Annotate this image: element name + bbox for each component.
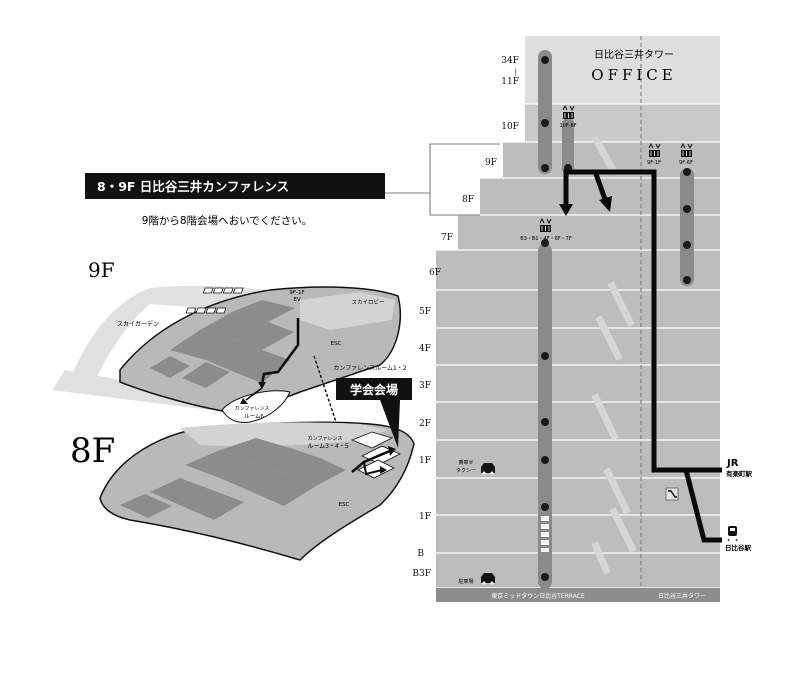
elevator-icon-9f-6f: [680, 142, 693, 157]
office-floors-block: [525, 36, 720, 104]
subtitle-text: 9階から8階会場へおいでください。: [142, 214, 313, 227]
room-345-label-line2: ルーム3・4・5: [307, 443, 348, 450]
floor-8f-rooms: [120, 438, 346, 520]
route-9f-arrow: [258, 382, 266, 389]
taxi-label-line1: 乗車せ: [458, 459, 473, 466]
elevator-icon-b3-7f: [539, 217, 552, 232]
ev-bank-9f: [185, 287, 244, 314]
route-8f-branch-arrow: [380, 466, 387, 474]
shaft-stop-dots: [541, 56, 691, 581]
elevator-label-9f-1f: 9F-1F: [647, 160, 661, 166]
floor-label-34f: 34F: [501, 56, 519, 66]
shaft-10f-8f-b: [562, 118, 574, 174]
route-8f-arrow: [388, 446, 396, 456]
elevator-icon-9f-1f: [648, 142, 661, 157]
sky-lobby-label: スカイロビー: [351, 298, 384, 306]
subway-train-icon: [727, 526, 738, 542]
route-9f: [260, 318, 300, 385]
building-section: 東京ミッドタウン日比谷TERRACE 日比谷三井タワー 日比谷三井タワー OFF…: [412, 36, 753, 602]
footer-tower-label: 日比谷三井タワー: [658, 592, 706, 600]
sky-garden-label: スカイガーデン: [117, 320, 159, 328]
room-12-label: カンファレンスルーム1・2: [333, 365, 406, 372]
footer-terrace-label: 東京ミッドタウン日比谷TERRACE: [491, 592, 585, 600]
floor-range-separator: |: [515, 68, 517, 76]
floor-label-1f-upper: 1F: [419, 456, 431, 466]
title-banner-text: 8・9F 日比谷三井カンファレンス: [97, 179, 289, 194]
taxi-label-line2: タクシー: [456, 467, 476, 474]
ev-9f-1f-label: 9F-1F: [289, 290, 304, 296]
floor-label-7f: 7F: [441, 233, 453, 243]
title-banner: [85, 173, 385, 199]
floor-8f-big-label: 8F: [70, 431, 115, 471]
floor-8f-plan: 8F カンファレンス ルーム3・4・5 ESC: [70, 421, 415, 561]
floor-label-11f: 11F: [501, 77, 519, 87]
sky-lobby-area: [300, 292, 395, 330]
escalator-ghost-lines: [591, 135, 637, 575]
floor-10f-band: [525, 104, 720, 142]
shaft-9f-6f: [680, 168, 694, 286]
route-arrow-down-2: [599, 196, 612, 212]
floor-bracket: [429, 143, 500, 216]
sky-garden-lower: [52, 370, 210, 410]
route-arrow-down-1: [559, 204, 573, 216]
hibiya-station-label: 日比谷駅: [725, 543, 752, 552]
floor-label-b3f: B3F: [412, 569, 431, 579]
floor-labels: 34F | 11F 10F 9F 8F 7F 6F 5F 4F 3F 2F 1F…: [412, 56, 519, 579]
floor-label-10f: 10F: [501, 122, 519, 132]
elevator-label-10f-8f: 10F-8F: [559, 123, 576, 129]
floor-label-4f: 4F: [419, 344, 431, 354]
floor-label-2f: 2F: [419, 419, 431, 429]
venue-callout-bubble: [336, 378, 412, 448]
floor-9f-plan: 9F スカイガーデン スカイロビー: [52, 258, 407, 423]
route-8f-branch: [363, 461, 383, 476]
venue-callout-text: 学会会場: [350, 382, 398, 397]
elevator-label-b3-7f: B3・B1・4F・6F・7F: [520, 236, 572, 242]
route-9f-to-room6-arrow: [240, 398, 248, 404]
esc-9f-label: ESC: [331, 341, 342, 347]
taxi-car-icon: [481, 463, 495, 475]
elevator-icon-10f-8f: [562, 104, 575, 119]
venue-callout: 学会会場: [336, 378, 412, 448]
ev-label: EV: [293, 297, 300, 303]
route-path-hibiya: [683, 469, 722, 543]
tower-name-label: 日比谷三井タワー: [594, 48, 674, 61]
floor-label-b: B: [417, 549, 424, 559]
room-6-area: [221, 390, 291, 423]
esc-8f-label: ESC: [339, 502, 350, 508]
floor-label-3f: 3F: [419, 381, 431, 391]
elevator-label-9f-6f: 9F-6F: [679, 160, 693, 166]
yurakucho-station-label: 有楽町駅: [726, 469, 753, 478]
floor-label-6f: 6F: [429, 268, 441, 278]
room-6-label-line2: ルーム6: [244, 413, 264, 420]
shaft-10f-8f: [538, 50, 552, 174]
floor-8f-lobby: [180, 422, 388, 447]
floor-9f-big-label: 9F: [88, 258, 115, 282]
route-path-main: [563, 169, 722, 473]
shaft-b3-7f: [538, 244, 552, 589]
escalator-pictogram-step: [668, 490, 677, 498]
floor-9f-rooms: [150, 300, 295, 388]
parking-car-icon: [481, 573, 495, 585]
office-label: OFFICE: [591, 66, 676, 84]
jr-logo: JR: [726, 458, 739, 469]
floor-label-8f: 8F: [462, 195, 474, 205]
building-footer-bar: [436, 588, 720, 602]
room-6-label-line1: カンファレンス: [235, 406, 270, 412]
floor-label-1f-lower: 1F: [419, 512, 431, 522]
escalator-pictogram: [665, 487, 679, 501]
room-345-label-line1: カンファレンス: [308, 436, 343, 442]
floor-label-9f: 9F: [485, 158, 497, 168]
route-9f-to-room6: [245, 387, 263, 401]
route-escalator-line: [593, 173, 609, 203]
parking-label: 駐車場: [458, 578, 473, 585]
building-stepped-body: [436, 142, 720, 602]
route-8f: [351, 448, 393, 473]
floor-label-5f: 5F: [419, 307, 431, 317]
